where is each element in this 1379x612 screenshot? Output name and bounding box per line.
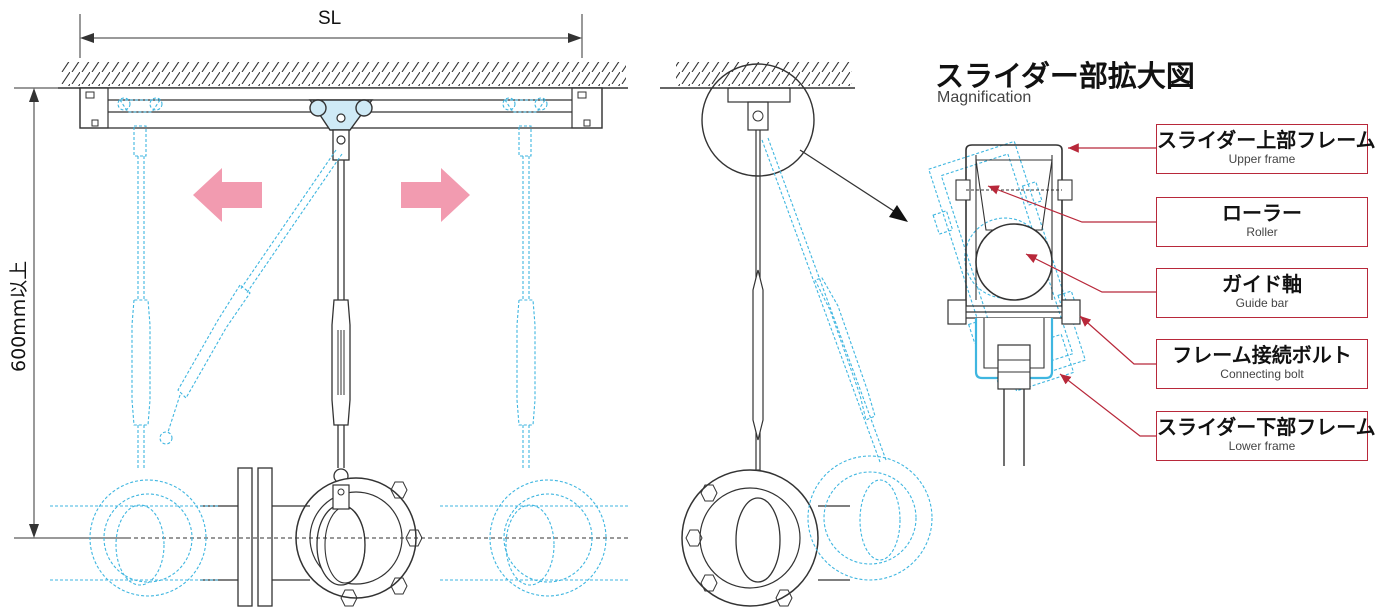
pipe-clamp: [316, 504, 366, 586]
callout-connecting-bolt: フレーム接続ボルト Connecting bolt: [1156, 339, 1368, 389]
callout-jp: スライダー下部フレーム: [1157, 415, 1376, 439]
callout-en: Lower frame: [1228, 439, 1296, 453]
height-label: 600mm以上: [8, 260, 30, 372]
move-arrow-right: [401, 168, 470, 222]
callout-jp: フレーム接続ボルト: [1172, 343, 1352, 367]
detail-view: [928, 140, 1156, 466]
detail-title: スライダー部拡大図: [935, 59, 1195, 93]
flange-joint-right: [257, 467, 273, 607]
callout-lower-frame: スライダー下部フレーム Lower frame: [1156, 411, 1376, 461]
ceiling-hatch: [60, 62, 626, 86]
move-arrow-left: [193, 168, 262, 222]
callout-guide-bar: ガイド軸 Guide bar: [1156, 268, 1368, 318]
callout-upper-frame: スライダー上部フレーム Upper frame: [1156, 124, 1376, 174]
ghost-hanger-right: [440, 97, 628, 597]
callout-jp: ローラー: [1222, 201, 1302, 225]
callout-en: Guide bar: [1235, 296, 1289, 310]
callout-en: Roller: [1246, 225, 1278, 239]
rail-bracket-left: [79, 87, 109, 129]
span-label: SL: [318, 8, 342, 29]
height-arrow-bottom: [29, 524, 39, 538]
front-view: [14, 14, 628, 607]
upper-frame: [965, 144, 1063, 306]
callout-jp: ガイド軸: [1222, 272, 1302, 296]
detail-subtitle: Magnification: [937, 89, 1032, 106]
slider-roller-left: [309, 99, 327, 117]
ghost-hanger-left: [50, 97, 220, 597]
side-ghost: [761, 137, 933, 581]
slider-clevis: [332, 129, 350, 161]
side-view: [660, 62, 933, 607]
slider-roller-right: [355, 99, 373, 117]
flange-joint-left: [237, 467, 253, 607]
callout-roller: ローラー Roller: [1156, 197, 1368, 247]
magnify-circle: [701, 63, 815, 177]
magnify-pointer: [889, 205, 908, 222]
sl-arrow-right: [568, 33, 582, 43]
sl-arrow-left: [80, 33, 94, 43]
connecting-bolt-right: [1061, 299, 1081, 325]
rail-bracket-right: [571, 87, 603, 129]
roller-circle: [975, 223, 1053, 301]
connecting-bolt-left: [947, 299, 967, 325]
height-arrow-top: [29, 88, 39, 102]
callout-en: Upper frame: [1228, 152, 1296, 166]
ghost-rod-swing: [159, 149, 343, 445]
callout-jp: スライダー上部フレーム: [1157, 128, 1376, 152]
callout-en: Connecting bolt: [1220, 367, 1304, 381]
